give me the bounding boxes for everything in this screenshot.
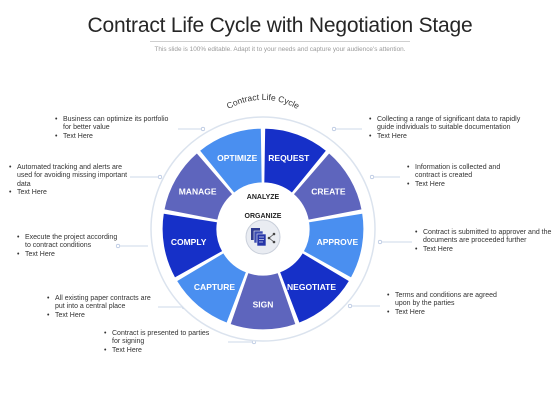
note-optimize-tag: Text Here — [55, 133, 175, 142]
note-manage-desc: Automated tracking and alerts are used f… — [9, 164, 131, 189]
slide-title: Contract Life Cycle with Negotiation Sta… — [87, 14, 473, 37]
note-capture-desc: All existing paper contracts are put int… — [47, 295, 159, 312]
note-manage-tag: Text Here — [9, 189, 131, 198]
segment-label-approve: APPROVE — [317, 237, 359, 247]
note-approve: Contract is submitted to approver and th… — [415, 229, 557, 254]
segment-label-request: REQUEST — [268, 153, 310, 163]
note-create-desc: Information is collected and contract is… — [407, 164, 519, 181]
note-request-desc: Collecting a range of significant data t… — [369, 116, 529, 133]
connector-dot — [369, 174, 375, 180]
note-sign: Contract is presented to parties for sig… — [104, 330, 216, 355]
connector-dot — [157, 174, 163, 180]
segment-comply — [161, 212, 224, 279]
segment-label-capture: CAPTURE — [194, 282, 235, 292]
slide-subtitle: This slide is 100% editable. Adapt it to… — [154, 46, 406, 53]
note-sign-desc: Contract is presented to parties for sig… — [104, 330, 216, 347]
note-capture-tag: Text Here — [47, 312, 159, 321]
note-comply-desc: Execute the project according to contrac… — [17, 234, 121, 251]
segment-approve — [302, 212, 365, 279]
document-network-icon — [251, 228, 276, 247]
note-comply: Execute the project according to contrac… — [17, 234, 121, 259]
note-request-tag: Text Here — [369, 133, 529, 142]
segment-request — [263, 127, 328, 195]
segment-optimize — [198, 127, 263, 195]
center-organize-label: ORGANIZE — [245, 213, 282, 220]
ring-title-text: Contract Life Cycle — [225, 92, 302, 111]
segment-capture — [175, 251, 248, 325]
note-request: Collecting a range of significant data t… — [369, 116, 529, 141]
title-divider — [150, 41, 410, 42]
note-negotiate-tag: Text Here — [387, 309, 511, 318]
segment-label-negotiate: NEGOTIATE — [287, 282, 336, 292]
segment-manage — [163, 151, 234, 222]
segment-label-create: CREATE — [311, 186, 346, 196]
note-create-tag: Text Here — [407, 181, 519, 190]
segment-create — [292, 151, 363, 222]
center-analyze-label: ANALYZE — [247, 194, 280, 201]
segment-label-sign: SIGN — [253, 300, 274, 310]
cycle-segments: REQUEST CREATE APPROVE NEGOTIATE SIGN CAPTURE… — [161, 127, 365, 331]
segment-negotiate — [278, 251, 351, 325]
connector-dot — [377, 239, 383, 245]
note-create: Information is collected and contract is… — [407, 164, 519, 189]
connector-dot — [331, 126, 337, 132]
segment-sign — [229, 271, 297, 331]
note-comply-tag: Text Here — [17, 251, 121, 260]
segment-label-optimize: OPTIMIZE — [217, 153, 257, 163]
connector-dot — [200, 126, 206, 132]
segment-label-comply: COMPLY — [171, 237, 207, 247]
note-capture: All existing paper contracts are put int… — [47, 295, 159, 320]
note-negotiate: Terms and conditions are agreed upon by … — [387, 292, 511, 317]
connector-dot — [347, 303, 353, 309]
note-optimize-desc: Business can optimize its portfolio for … — [55, 116, 175, 133]
note-optimize: Business can optimize its portfolio for … — [55, 116, 175, 141]
ring-title: Contract Life Cycle — [225, 92, 302, 111]
note-sign-tag: Text Here — [104, 347, 216, 356]
note-negotiate-desc: Terms and conditions are agreed upon by … — [387, 292, 511, 309]
note-manage: Automated tracking and alerts are used f… — [9, 164, 131, 197]
note-approve-tag: Text Here — [415, 246, 557, 255]
note-approve-desc: Contract is submitted to approver and th… — [415, 229, 557, 246]
segment-label-manage: MANAGE — [179, 186, 217, 196]
